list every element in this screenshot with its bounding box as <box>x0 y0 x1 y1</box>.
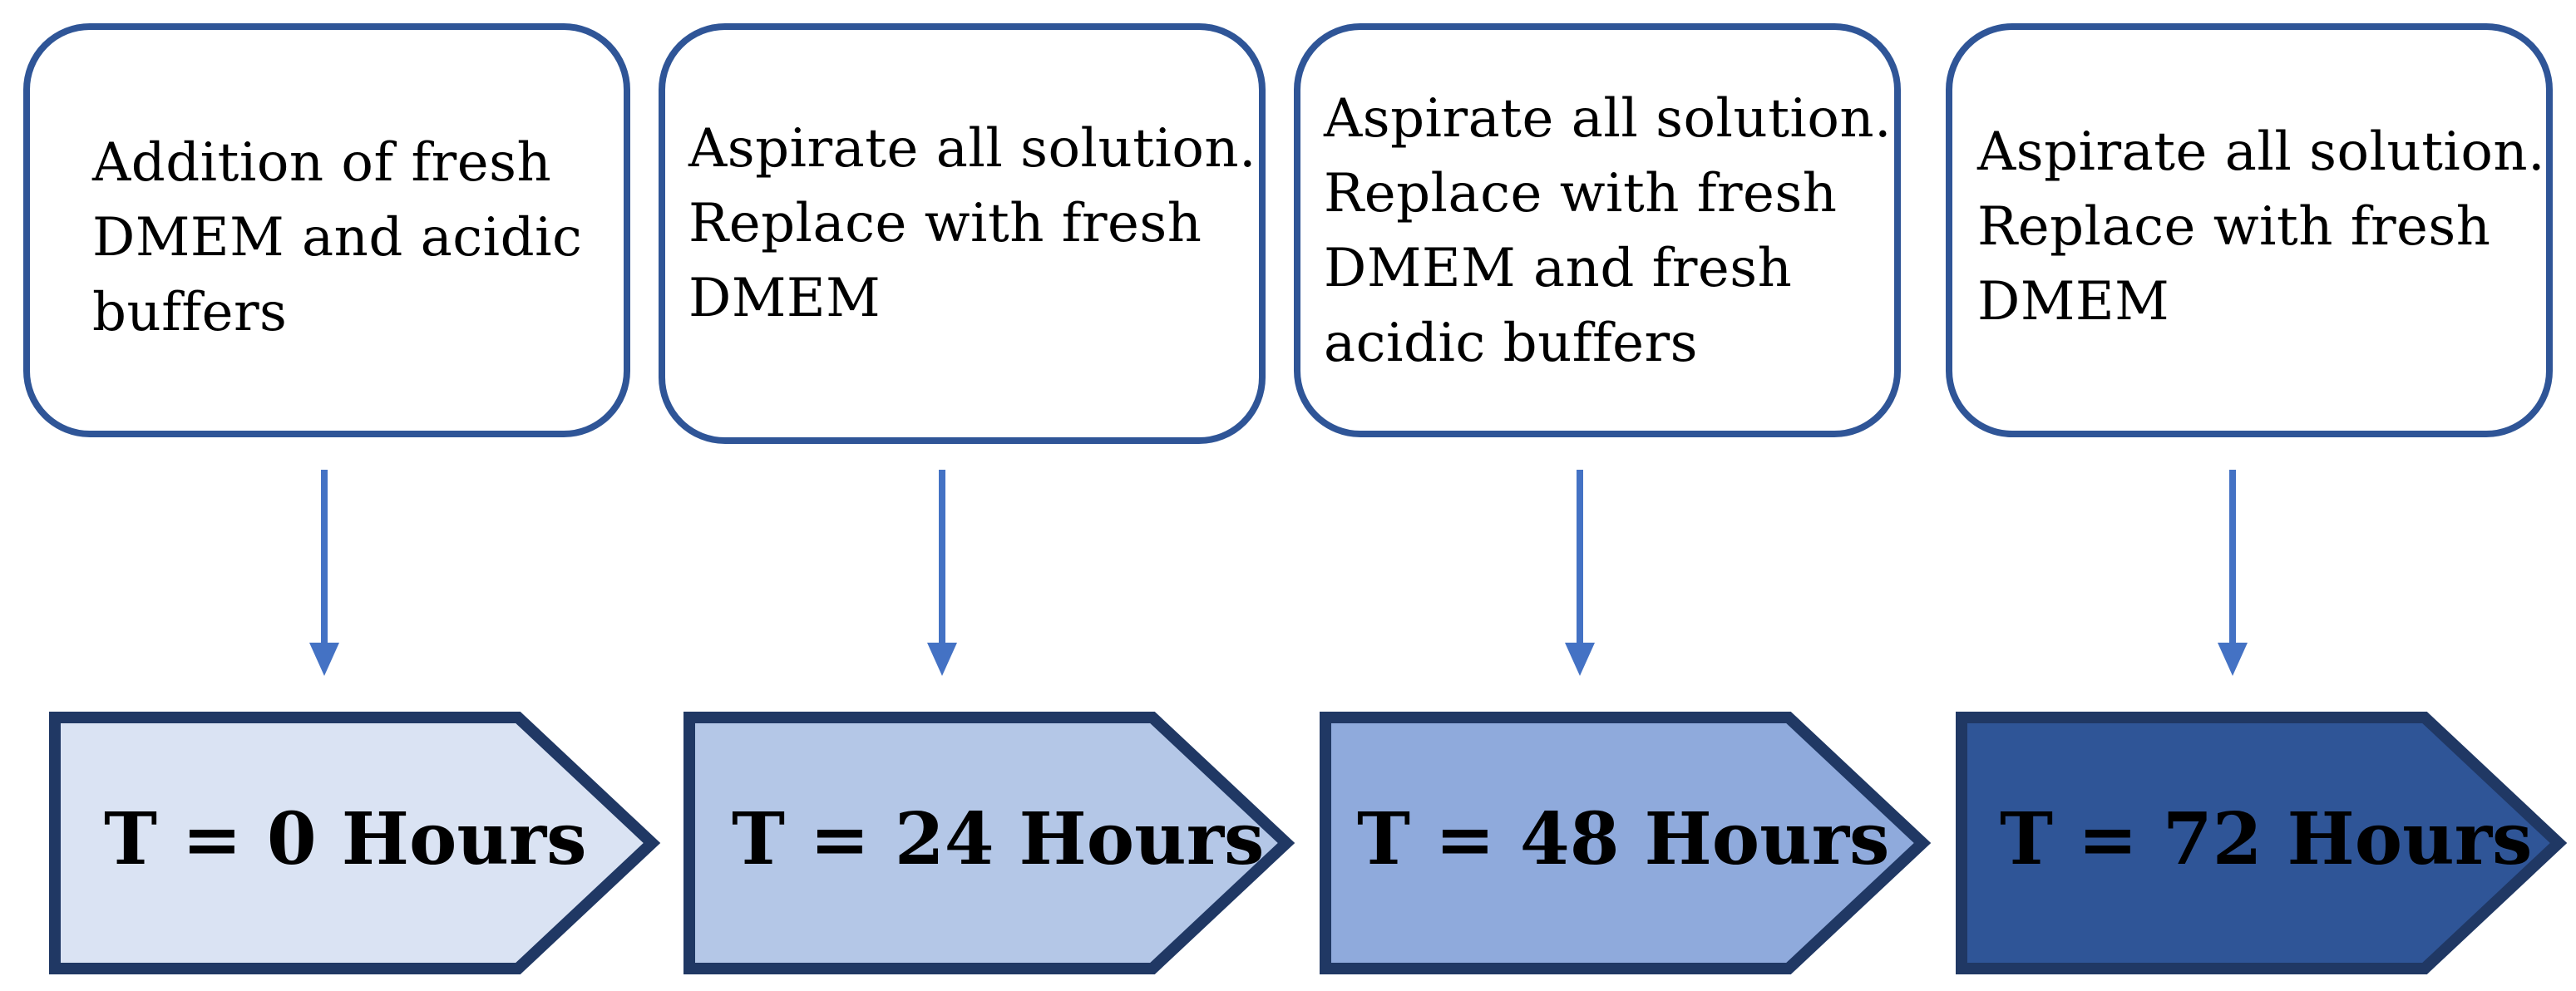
time-label-48h: T = 48 Hours <box>1357 797 1890 881</box>
step-instruction-0h: Addition of fresh DMEM and acidic buffer… <box>92 132 583 343</box>
time-label-72h: T = 72 Hours <box>2000 797 2533 881</box>
time-label-0h: T = 0 Hours <box>104 797 587 881</box>
time-chevron-24h <box>683 712 1295 974</box>
step-box-24h: Aspirate all solution. Replace with fres… <box>659 23 1266 444</box>
step-box-0h: Addition of fresh DMEM and acidic buffer… <box>23 23 630 437</box>
down-arrow-48h <box>1565 470 1595 676</box>
down-arrow-24h <box>927 470 957 676</box>
time-chevron-0h <box>49 712 661 974</box>
step-instruction-48h: Aspirate all solution. Replace with fres… <box>1324 88 1892 374</box>
time-chevron-72h <box>1956 712 2568 974</box>
step-instruction-72h: Aspirate all solution. Replace with fres… <box>1977 121 2545 333</box>
time-label-24h: T = 24 Hours <box>732 797 1265 881</box>
step-box-72h: Aspirate all solution. Replace with fres… <box>1946 23 2553 437</box>
step-instruction-24h: Aspirate all solution. Replace with fres… <box>688 118 1256 329</box>
step-box-48h: Aspirate all solution. Replace with fres… <box>1294 23 1901 437</box>
down-arrow-0h <box>309 470 339 676</box>
time-chevron-48h <box>1320 712 1932 974</box>
down-arrow-72h <box>2218 470 2248 676</box>
